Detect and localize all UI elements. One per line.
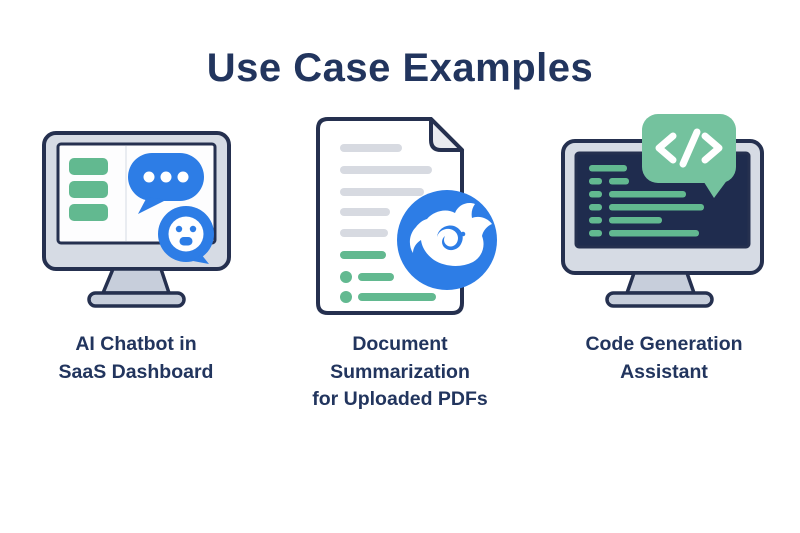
folded-corner	[429, 117, 464, 152]
page-title: Use Case Examples	[206, 46, 594, 90]
code-monitor-icon	[561, 114, 764, 308]
whale-logo-icon	[397, 190, 497, 290]
use-case-cards: AI Chatbot in SaaS Dashboard	[0, 101, 800, 414]
card-code-generation: Code Generation Assistant	[544, 101, 784, 386]
code-brackets-glyph	[655, 128, 723, 168]
saas-chatbot-illustration	[31, 101, 241, 319]
code-assistant-illustration	[559, 101, 769, 319]
monitor-stand	[87, 267, 186, 308]
chat-bubble-icon	[128, 153, 204, 214]
card-document-summarization: Document Summarization for Uploaded PDFs	[280, 101, 520, 414]
card-label: Document Summarization for Uploaded PDFs	[312, 333, 488, 411]
card-label: Code Generation Assistant	[585, 333, 743, 383]
card-ai-chatbot: AI Chatbot in SaaS Dashboard	[16, 101, 256, 386]
document-whale-icon	[316, 117, 497, 315]
monitor-chatbot-icon	[42, 131, 231, 308]
document-lines	[340, 144, 436, 303]
robot-avatar-icon	[158, 206, 214, 264]
card-label: AI Chatbot in SaaS Dashboard	[58, 333, 214, 383]
code-tag-bubble-icon	[642, 114, 736, 198]
code-lines	[589, 165, 704, 237]
document-whale-illustration	[295, 101, 505, 319]
monitor-stand	[605, 271, 714, 308]
sidebar-menu-bars	[69, 158, 108, 221]
